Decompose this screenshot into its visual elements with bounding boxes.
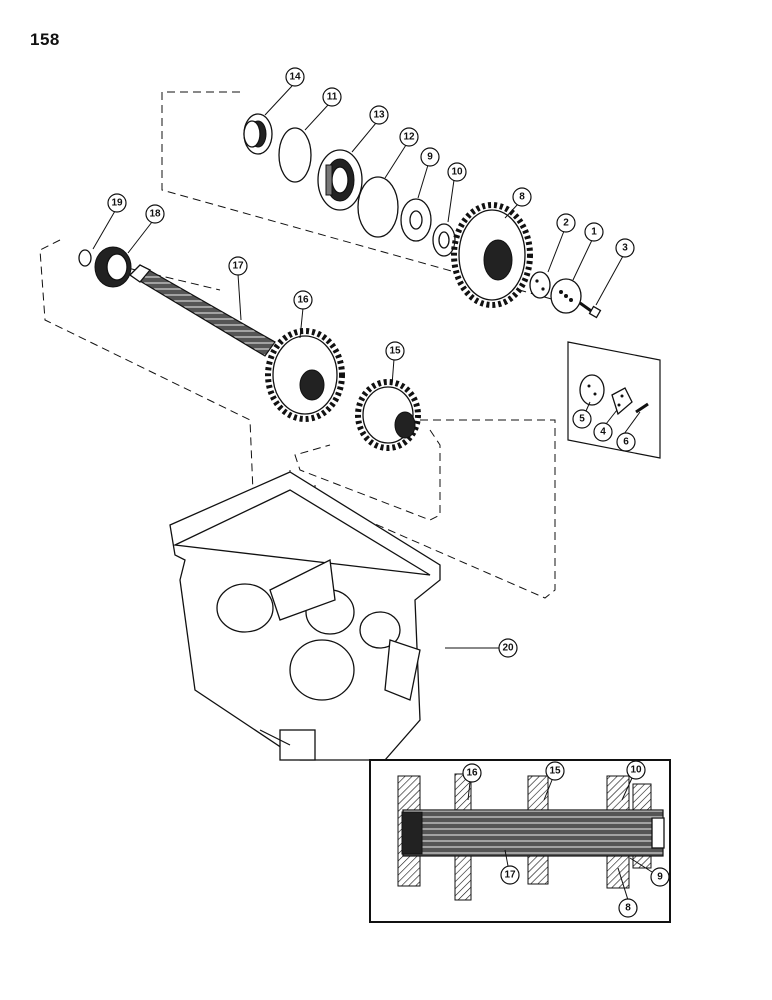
- callout-5: 5: [572, 409, 592, 429]
- part-2-plate: [529, 271, 551, 299]
- svg-text:8: 8: [519, 192, 525, 203]
- callout-18: 18: [145, 204, 165, 224]
- svg-text:2: 2: [563, 218, 569, 229]
- svg-text:16: 16: [466, 768, 478, 779]
- alternate-parts-inset: [567, 341, 661, 459]
- part-1-retainer-plate: [550, 278, 582, 314]
- svg-text:20: 20: [502, 643, 514, 654]
- callout-20: 20: [498, 638, 518, 658]
- callout-9: 9: [420, 147, 440, 167]
- inset-callout-9: 9: [650, 867, 670, 887]
- part-20-transmission-housing: [169, 471, 441, 761]
- svg-text:9: 9: [427, 152, 433, 163]
- callout-13: 13: [369, 105, 389, 125]
- inset-callout-10: 10: [626, 760, 646, 780]
- part-13-roller-bearing: [317, 149, 363, 211]
- part-15-gear: [355, 379, 421, 451]
- svg-text:19: 19: [111, 198, 123, 209]
- svg-text:18: 18: [149, 209, 161, 220]
- svg-text:13: 13: [373, 110, 385, 121]
- svg-text:9: 9: [657, 872, 663, 883]
- inset-callout-16: 16: [462, 763, 482, 783]
- callout-14: 14: [285, 67, 305, 87]
- part-11-snap-ring: [278, 127, 312, 183]
- callout-11: 11: [322, 87, 342, 107]
- callout-19: 19: [107, 193, 127, 213]
- part-14-bearing-cup: [243, 113, 273, 155]
- svg-text:10: 10: [630, 765, 642, 776]
- svg-text:8: 8: [625, 903, 631, 914]
- svg-text:14: 14: [289, 72, 301, 83]
- svg-text:11: 11: [327, 92, 338, 103]
- page-number: 158: [30, 30, 60, 49]
- part-16-gear: [265, 328, 345, 422]
- part-9-washer: [400, 198, 432, 242]
- svg-text:3: 3: [622, 243, 628, 254]
- svg-text:17: 17: [504, 870, 516, 881]
- callout-16: 16: [293, 290, 313, 310]
- callout-1: 1: [584, 222, 604, 242]
- svg-text:16: 16: [297, 295, 309, 306]
- inset-callout-17: 17: [500, 865, 520, 885]
- part-12-snap-ring: [357, 176, 399, 238]
- part-17-shaft: [128, 264, 276, 357]
- callout-2: 2: [556, 213, 576, 233]
- callout-17: 17: [228, 256, 248, 276]
- part-3-bolt: [579, 301, 602, 319]
- svg-text:15: 15: [549, 766, 561, 777]
- cross-section-inset: [369, 759, 671, 923]
- svg-text:12: 12: [403, 132, 415, 143]
- callout-12: 12: [399, 127, 419, 147]
- svg-text:5: 5: [579, 414, 585, 425]
- callout-4: 4: [593, 422, 613, 442]
- leader-lines: [92, 85, 653, 901]
- svg-text:1: 1: [591, 227, 597, 238]
- svg-text:15: 15: [389, 346, 401, 357]
- callout-15: 15: [385, 341, 405, 361]
- svg-text:6: 6: [623, 437, 629, 448]
- callout-6: 6: [616, 432, 636, 452]
- inset-callout-15: 15: [545, 761, 565, 781]
- callout-10: 10: [447, 162, 467, 182]
- svg-text:10: 10: [451, 167, 463, 178]
- svg-text:17: 17: [232, 261, 244, 272]
- part-10-washer: [432, 223, 456, 257]
- callout-3: 3: [615, 238, 635, 258]
- svg-text:4: 4: [600, 427, 606, 438]
- callout-8: 8: [512, 187, 532, 207]
- part-8-gear: [451, 202, 533, 308]
- part-18-ball-bearing: [94, 246, 132, 288]
- part-19-snap-ring: [78, 249, 92, 267]
- inset-callout-8: 8: [618, 898, 638, 918]
